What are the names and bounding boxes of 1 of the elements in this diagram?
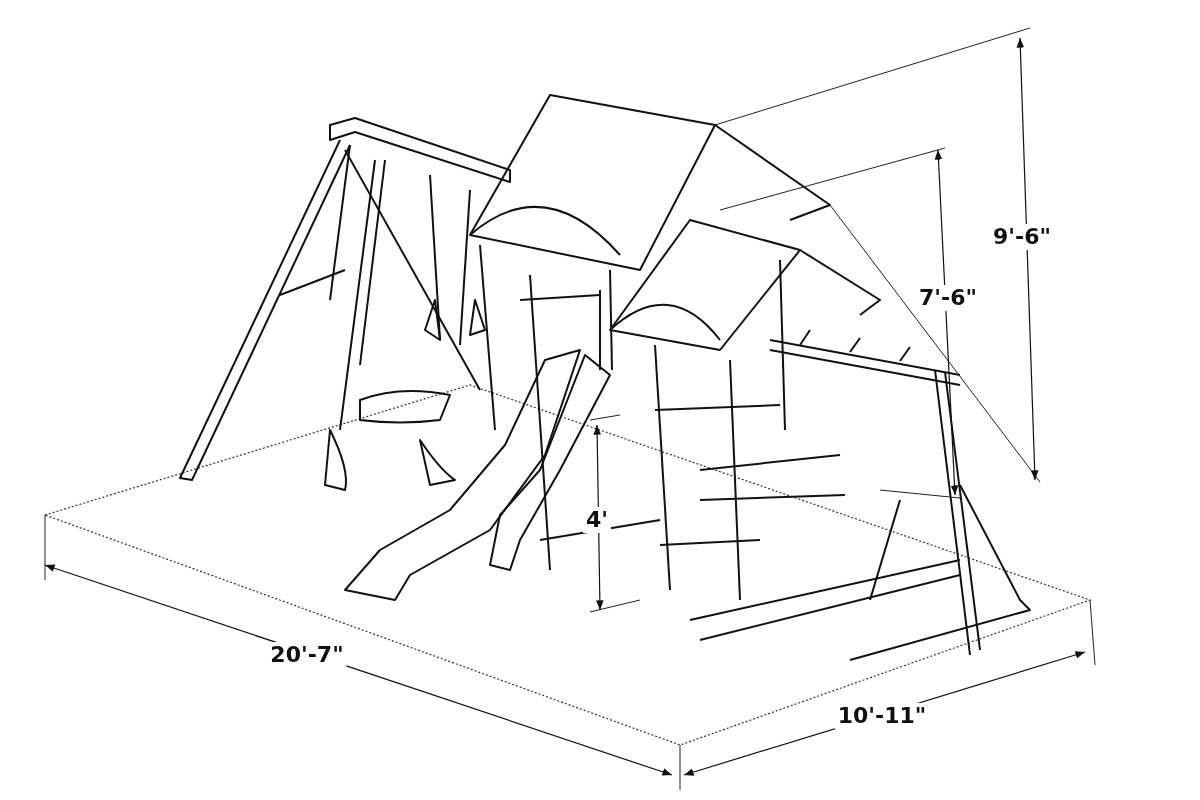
dimension-label: 4' [583,507,611,533]
